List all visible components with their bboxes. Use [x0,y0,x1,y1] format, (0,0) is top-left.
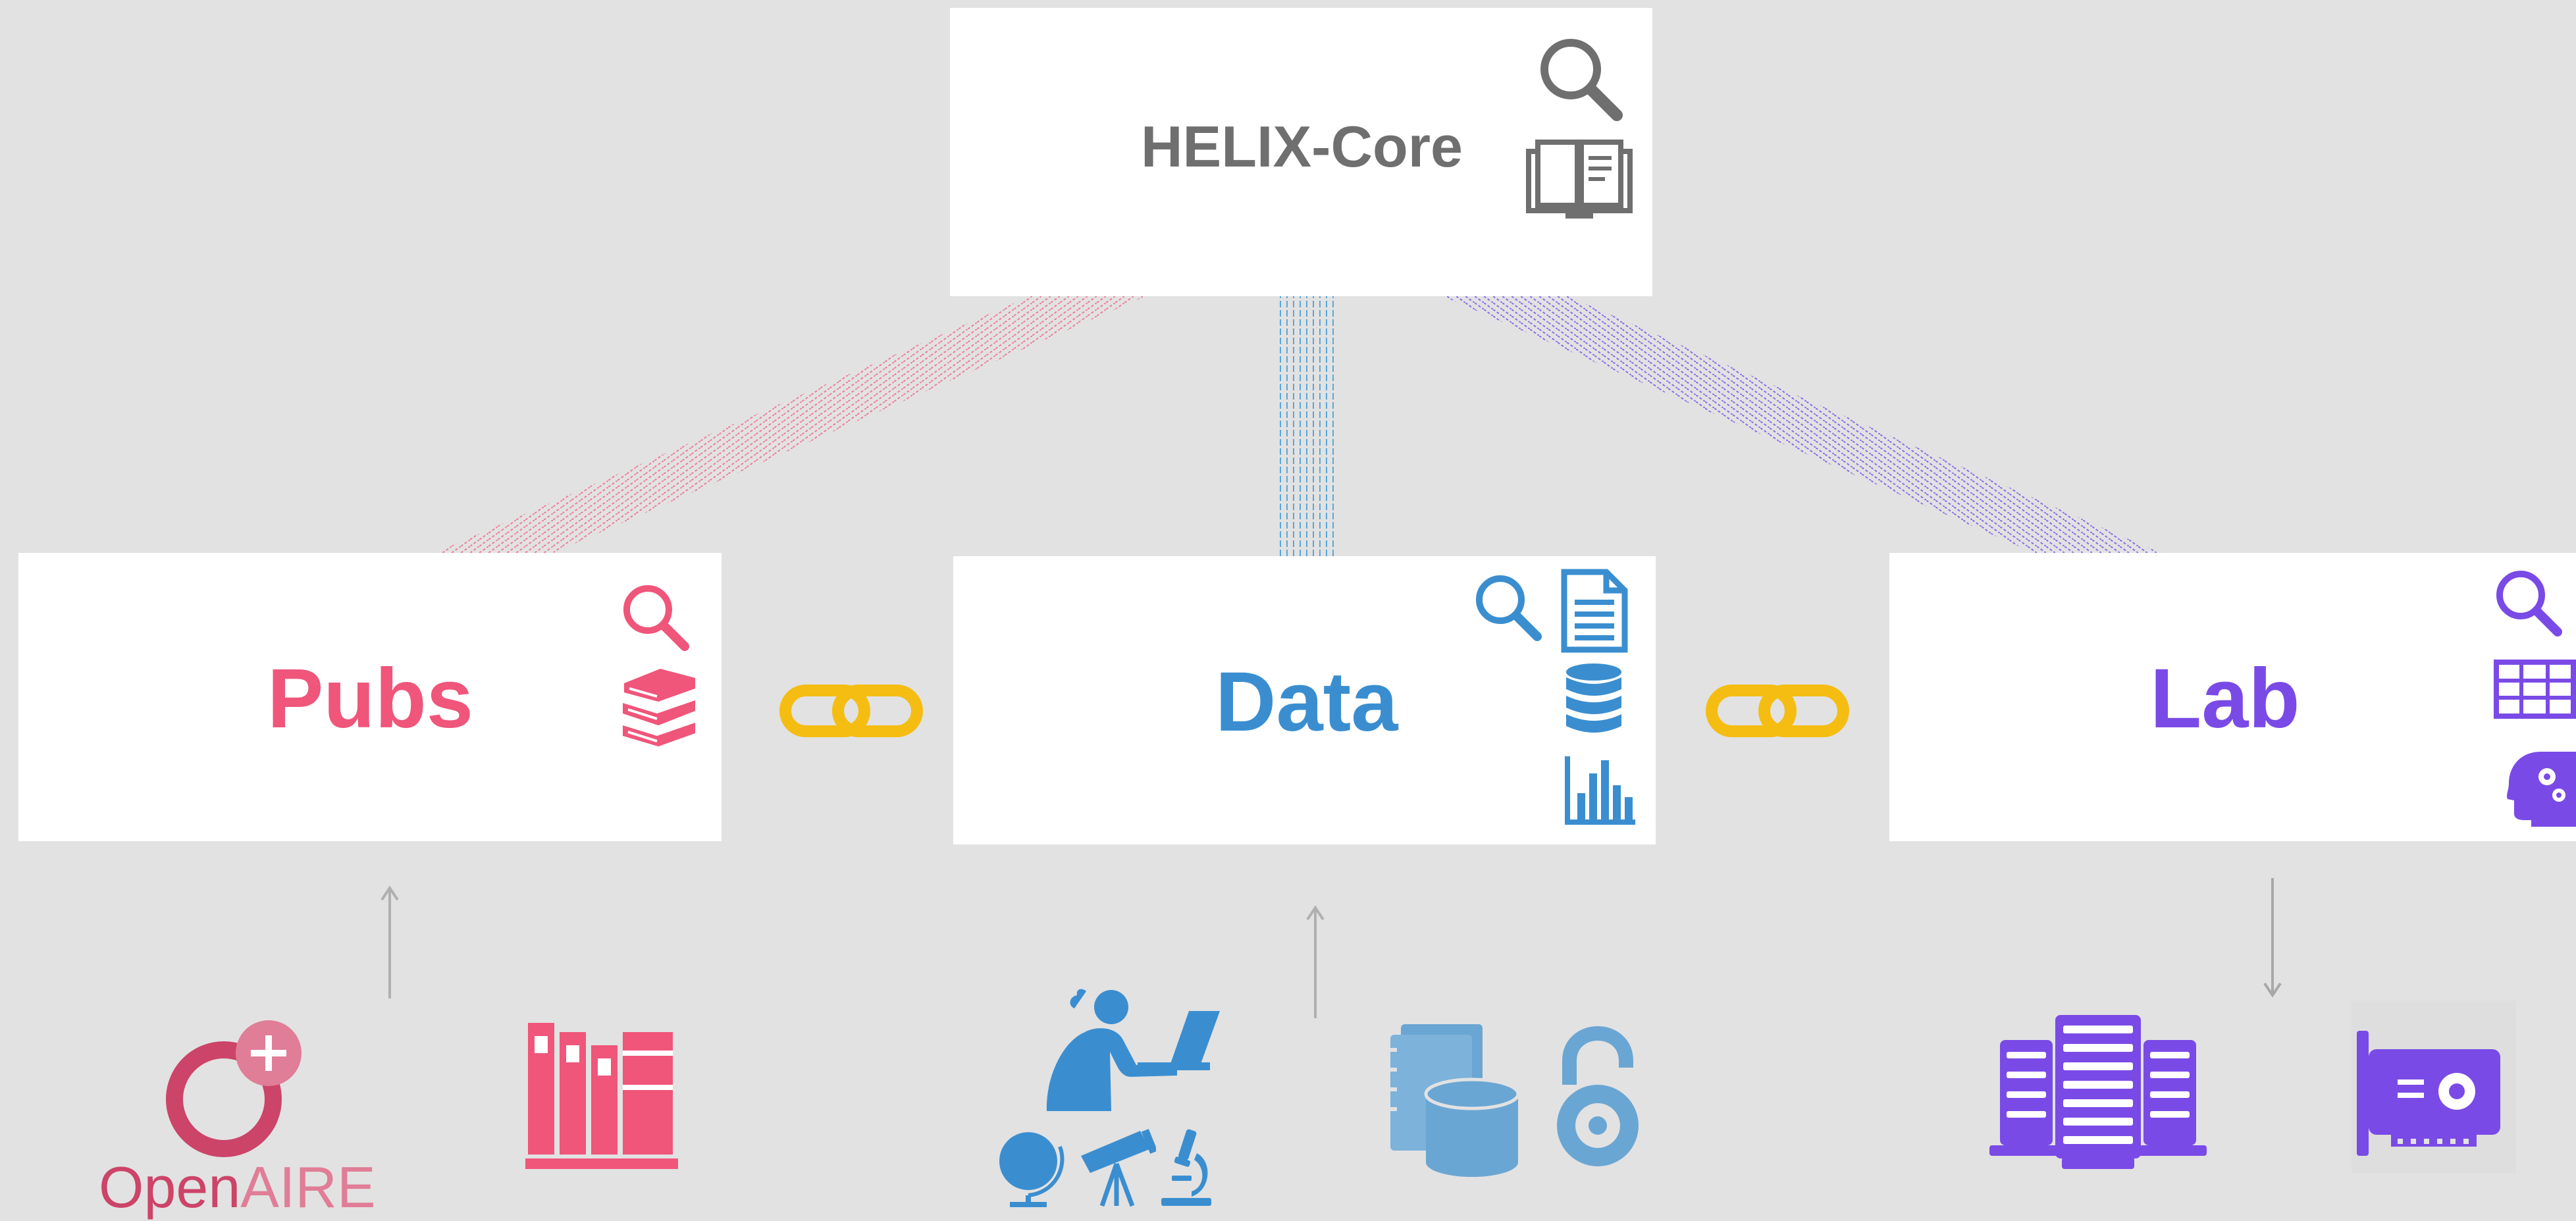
lab-box: Lab [1889,553,2576,841]
data-connector [1278,296,1338,556]
data-box: Data [953,556,1656,844]
table-icon [2494,660,2576,719]
library-shelf-icon [525,1023,678,1169]
open-book-icon [1526,140,1633,219]
search-icon [2496,571,2562,636]
open-access-icon [1557,1026,1639,1166]
lab-title: Lab [2150,652,2300,746]
globe-icon [999,1132,1065,1207]
lab-connector [1443,296,2161,553]
arrow-up-data [1306,905,1325,1018]
chain-link-icon [1706,685,1849,737]
server-rack-icon [1989,1015,2207,1169]
arrow-down-lab [2263,878,2282,998]
pubs-box: Pubs [18,553,722,841]
document-icon [1561,569,1628,653]
gpu-card-icon [2352,1000,2516,1173]
arrow-up-pubs [381,885,399,999]
researcher-laptop-icon [1046,989,1220,1111]
microscope-icon [1161,1129,1211,1206]
data-title: Data [1215,655,1398,749]
helix-core-box: HELIX-Core [950,8,1652,296]
chain-link-icon [779,685,923,737]
openaire-word-open: Open [99,1155,241,1220]
pubs-title: Pubs [267,652,473,746]
notebook-database-icon [1388,1024,1520,1177]
search-icon [623,585,689,651]
telescope-icon [1081,1129,1156,1207]
openaire-ring-icon [166,1020,302,1157]
openaire-wordmark: OpenAIRE [99,1154,376,1221]
helix-core-title: HELIX-Core [1141,114,1463,179]
bar-chart-icon [1565,756,1635,825]
database-icon [1566,663,1621,733]
search-icon [1476,575,1542,641]
openaire-logo: OpenAIRE [99,1010,376,1220]
pubs-connector [434,296,1145,553]
book-stack-icon [623,669,695,746]
openaire-word-aire: AIRE [240,1155,376,1220]
head-gears-icon [2507,752,2576,827]
search-icon [1540,39,1623,121]
